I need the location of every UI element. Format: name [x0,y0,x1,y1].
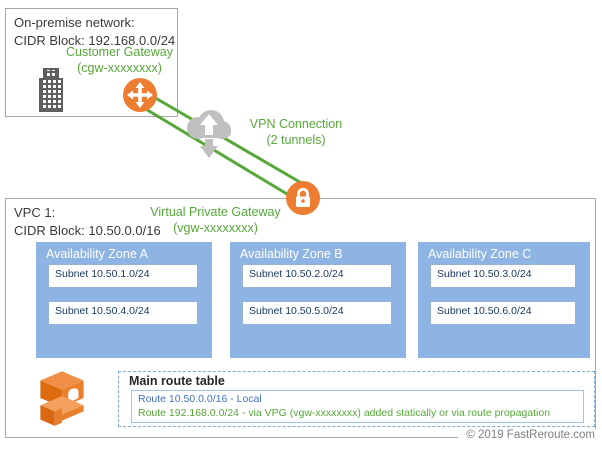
customer-gateway-label: Customer Gateway (cgw-xxxxxxxx) [52,44,187,77]
building-icon [36,68,66,112]
subnet-box: Subnet 10.50.4.0/24 [48,301,198,325]
aws-vpc-logo [40,371,84,426]
virtual-private-gateway-icon [286,181,320,215]
virtual-private-gateway-id: (vgw-xxxxxxxx) [173,221,258,236]
route-local: Route 10.50.0.0/16 - Local [138,393,262,405]
vpc-title: VPC 1: [14,205,56,220]
copyright-text: © 2019 FastReroute.com [458,429,597,441]
route-vpg: Route 192.168.0.0/24 - via VPG (vgw-xxxx… [138,407,551,420]
customer-gateway-id: (cgw-xxxxxxxx) [77,61,162,76]
zone-title: Availability Zone C [428,247,532,261]
customer-gateway-icon [123,78,157,112]
virtual-private-gateway-label: Virtual Private Gateway (vgw-xxxxxxxx) [133,204,298,237]
main-route-table-box: Main route table Route 10.50.0.0/16 - Lo… [118,371,595,427]
availability-zone-a: Availability Zone A Subnet 10.50.1.0/24 … [36,242,212,358]
route-table-entries: Route 10.50.0.0/16 - Local Route 192.168… [131,390,584,424]
subnet-box: Subnet 10.50.5.0/24 [242,301,392,325]
subnet-box: Subnet 10.50.2.0/24 [242,264,392,288]
onprem-title: On-premise network: [14,15,135,30]
zone-title: Availability Zone A [46,247,148,261]
lock-icon [297,187,309,197]
vpn-tunnels-count: (2 tunnels) [266,133,326,148]
availability-zone-b: Availability Zone B Subnet 10.50.2.0/24 … [230,242,406,358]
cloud-updown-arrows-icon [187,110,231,158]
subnet-box: Subnet 10.50.6.0/24 [430,301,576,325]
subnet-box: Subnet 10.50.1.0/24 [48,264,198,288]
subnet-box: Subnet 10.50.3.0/24 [430,264,576,288]
vpc-cidr: CIDR Block: 10.50.0.0/16 [14,222,161,238]
availability-zone-c: Availability Zone C Subnet 10.50.3.0/24 … [418,242,590,358]
zone-title: Availability Zone B [240,247,343,261]
vpn-connection-label: VPN Connection (2 tunnels) [246,116,346,149]
onprem-cidr: CIDR Block: 192.168.0.0/24 [14,32,176,48]
route-table-title: Main route table [129,374,225,388]
